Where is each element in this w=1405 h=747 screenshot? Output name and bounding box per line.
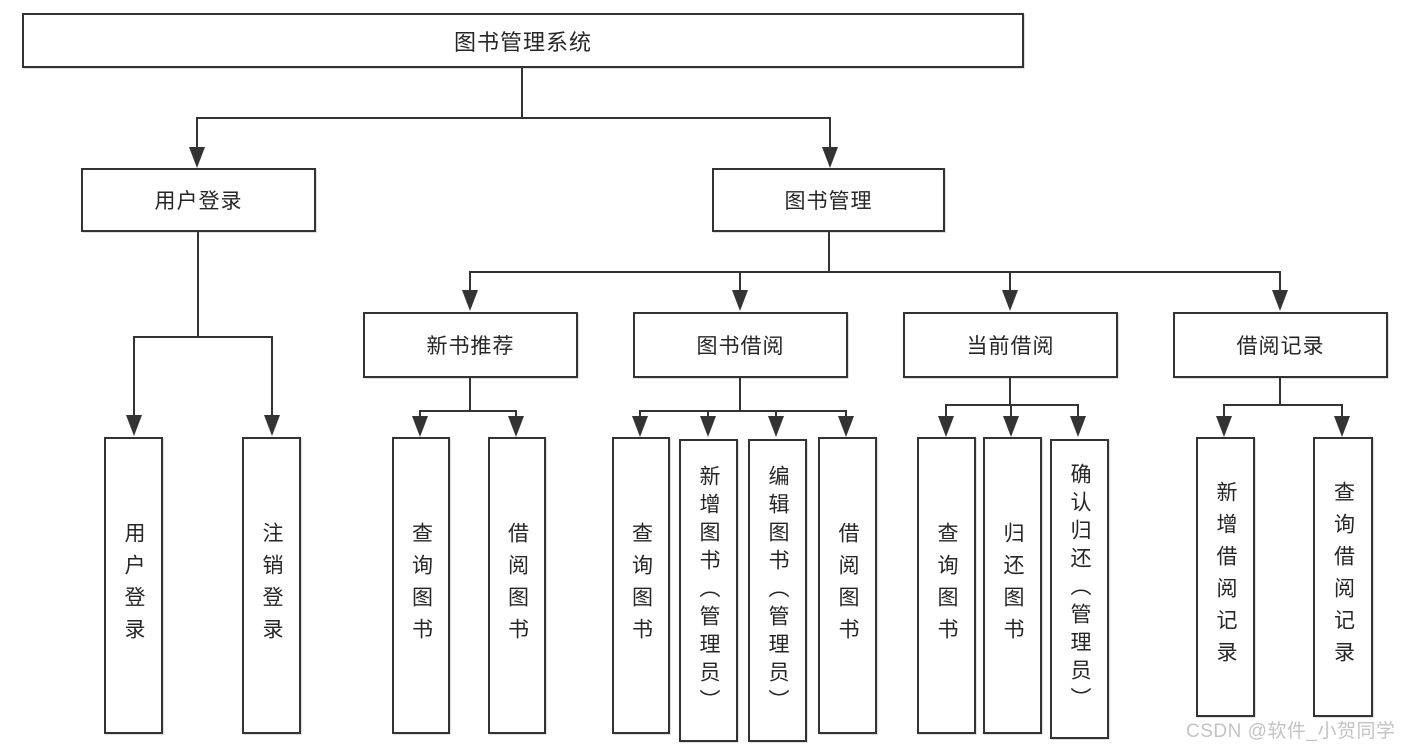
node-label: 归还图书 <box>1001 521 1024 650</box>
node-label: 用户登录 <box>154 190 243 213</box>
node-leaf-logout: 注销登录 <box>242 437 301 734</box>
arrow-down-icon <box>632 416 648 437</box>
arrow-down-icon <box>822 147 838 168</box>
node-label: 注销登录 <box>260 521 283 650</box>
arrow-down-icon <box>126 415 142 436</box>
node-label: 查询图书 <box>935 521 958 650</box>
csdn-watermark: CSDN @软件_小贺同学 <box>1186 721 1396 742</box>
arrow-down-icon <box>264 415 280 436</box>
connector-borrowing-hline <box>639 410 847 412</box>
connector-login-hline <box>133 336 273 338</box>
node-borrowing-records: 借阅记录 <box>1173 312 1388 378</box>
node-label: 借阅图书 <box>836 521 859 650</box>
node-user-login: 用户登录 <box>81 168 316 232</box>
arrow-down-icon <box>732 290 748 311</box>
connector-drop <box>945 404 947 416</box>
node-label: 查询图书 <box>409 521 433 650</box>
connector-current-hline <box>945 404 1079 406</box>
node-label: 用户登录 <box>122 521 145 650</box>
connector-records-hline <box>1223 404 1343 406</box>
node-label: 新增图书（管理员） <box>697 464 720 717</box>
connector-borrowing-stub <box>739 378 741 412</box>
connector-records-stub <box>1279 378 1281 406</box>
connector-drop <box>1009 271 1011 292</box>
connector-drop-management <box>829 117 831 148</box>
node-leaf-query-books-1: 查询图书 <box>392 437 450 734</box>
node-label: 新增借阅记录 <box>1214 481 1237 673</box>
arrow-down-icon <box>768 416 784 437</box>
arrow-down-icon <box>508 416 524 437</box>
connector-management-stub <box>828 232 830 272</box>
arrow-down-icon <box>1334 416 1350 437</box>
node-leaf-borrow-books-2: 借阅图书 <box>818 437 877 734</box>
connector-drop <box>845 410 847 418</box>
connector-drop <box>271 336 273 416</box>
connector-drop <box>1077 404 1079 416</box>
arrow-down-icon <box>938 416 954 437</box>
arrow-down-icon <box>1002 290 1018 311</box>
node-label: 借阅记录 <box>1236 335 1325 358</box>
connector-drop-login <box>196 117 198 148</box>
node-label: 借阅图书 <box>505 521 529 650</box>
node-label: 查询借阅记录 <box>1331 481 1355 673</box>
connector-drop <box>707 410 709 418</box>
node-leaf-query-books-2: 查询图书 <box>612 437 670 734</box>
node-label: 图书借阅 <box>696 335 785 358</box>
arrow-down-icon <box>1272 290 1288 311</box>
connector-drop <box>1223 404 1225 416</box>
connector-drop <box>469 271 471 292</box>
node-label: 图书管理系统 <box>453 29 592 55</box>
node-leaf-query-books-3: 查询图书 <box>917 437 976 734</box>
connector-newbooks-hline <box>419 410 517 412</box>
node-leaf-confirm-return-admin: 确认归还（管理员） <box>1050 439 1109 739</box>
connector-newbooks-stub <box>469 378 471 412</box>
node-leaf-user-login: 用户登录 <box>104 437 163 734</box>
node-leaf-borrow-books-1: 借阅图书 <box>488 437 546 734</box>
connector-drop <box>1279 271 1281 292</box>
arrow-down-icon <box>412 416 428 437</box>
node-label: 确认归还（管理员） <box>1068 463 1091 715</box>
node-label: 查询图书 <box>629 521 653 650</box>
connector-current-stub <box>1009 378 1011 406</box>
connector-drop <box>775 410 777 418</box>
arrow-down-icon <box>462 290 478 311</box>
node-label: 当前借阅 <box>966 335 1055 358</box>
node-leaf-add-books-admin: 新增图书（管理员） <box>679 439 738 742</box>
connector-login-stub <box>197 232 199 338</box>
connector-drop <box>1341 404 1343 416</box>
node-book-management: 图书管理 <box>712 168 945 232</box>
connector-management-hline <box>469 271 1281 273</box>
node-leaf-edit-books-admin: 编辑图书（管理员） <box>748 439 807 742</box>
node-leaf-return-books: 归还图书 <box>983 437 1042 734</box>
arrow-down-icon <box>1070 416 1086 437</box>
arrow-down-icon <box>189 147 205 168</box>
node-leaf-query-borrow-record: 查询借阅记录 <box>1313 437 1373 717</box>
node-book-borrowing: 图书借阅 <box>633 312 848 378</box>
node-library-management-system: 图书管理系统 <box>22 13 1024 68</box>
arrow-down-icon <box>838 416 854 437</box>
arrow-down-icon <box>1216 416 1232 437</box>
node-label: 图书管理 <box>784 190 873 213</box>
connector-drop <box>1010 404 1012 416</box>
connector-drop <box>133 336 135 416</box>
arrow-down-icon <box>1003 416 1019 437</box>
node-label: 新书推荐 <box>426 335 515 358</box>
node-leaf-add-borrow-record: 新增借阅记录 <box>1196 437 1255 717</box>
node-new-book-recommend: 新书推荐 <box>363 312 578 378</box>
connector-drop <box>639 410 641 418</box>
arrow-down-icon <box>700 416 716 437</box>
node-current-borrowing: 当前借阅 <box>903 312 1118 378</box>
connector-root-hline <box>196 117 831 119</box>
connector-drop <box>419 410 421 418</box>
node-label: 编辑图书（管理员） <box>766 464 789 717</box>
connector-drop <box>515 410 517 418</box>
connector-drop <box>739 271 741 292</box>
connector-root-stub <box>521 68 523 118</box>
